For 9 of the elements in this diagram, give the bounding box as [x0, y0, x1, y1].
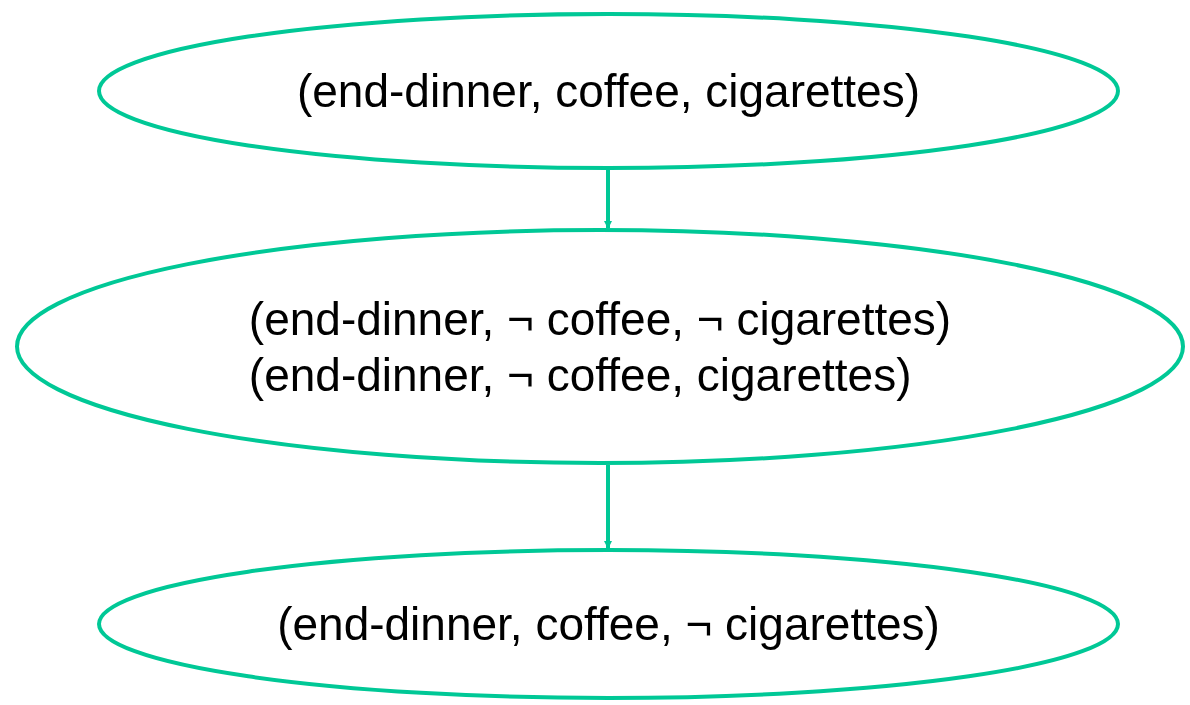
state-text: (end-dinner, coffee, cigarettes) [296, 64, 921, 119]
state-ellipse [97, 548, 1120, 700]
state-ellipse [97, 12, 1120, 170]
state-ellipse [15, 228, 1185, 465]
arrow [604, 465, 612, 549]
state-text: (end-dinner, coffee, ¬ cigarettes) [277, 597, 940, 652]
state-text: (end-dinner, ¬ coffee, cigarettes) [248, 347, 912, 403]
state-text: (end-dinner, ¬ coffee, ¬ cigarettes) [248, 291, 952, 347]
arrow [604, 170, 612, 229]
